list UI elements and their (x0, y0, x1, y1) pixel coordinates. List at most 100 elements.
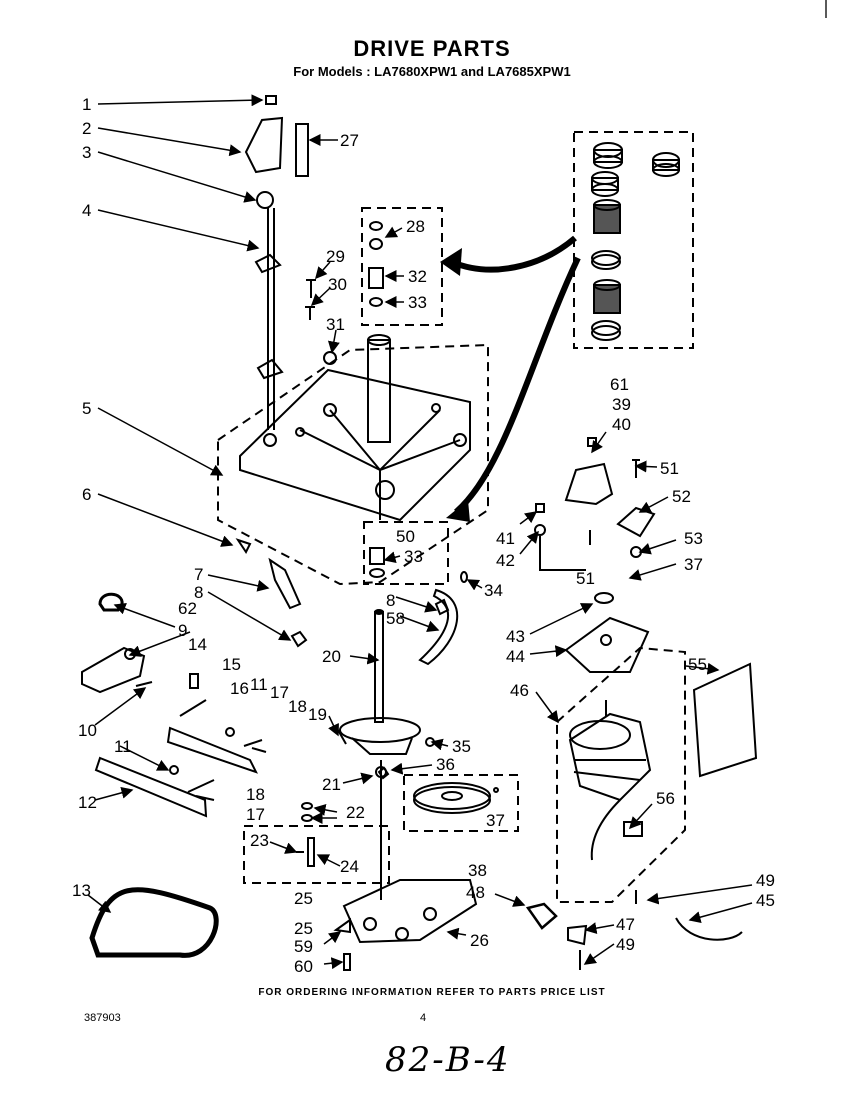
callout-18a: 18 (288, 697, 307, 716)
callout-53: 53 (684, 529, 703, 548)
callout-15: 15 (222, 655, 241, 674)
shift-linkage (244, 95, 284, 430)
callout-37a: 37 (486, 811, 505, 830)
callout-50: 50 (396, 527, 415, 546)
callout-51a: 51 (660, 459, 679, 478)
clutch-assembly (337, 717, 435, 755)
base-screws (305, 279, 337, 365)
drive-pulley (413, 782, 499, 814)
curved-arrow-lower (454, 256, 581, 515)
callout-2: 2 (82, 119, 91, 138)
ordering-note: FOR ORDERING INFORMATION REFER TO PARTS … (258, 987, 606, 998)
motor-cover (692, 662, 758, 778)
callout-4: 4 (82, 201, 91, 220)
callout-5: 5 (82, 399, 91, 418)
callout-1: 1 (82, 95, 91, 114)
callout-22: 22 (346, 803, 365, 822)
callout-19: 19 (308, 705, 327, 724)
kit-box-motor (556, 646, 686, 903)
callout-3: 3 (82, 143, 91, 162)
callout-56: 56 (656, 789, 675, 808)
callout-37b: 37 (684, 555, 703, 574)
callout-42: 42 (496, 551, 515, 570)
drive-hardware (296, 766, 390, 867)
callout-59: 59 (294, 937, 313, 956)
callout-11a: 11 (250, 675, 268, 694)
callout-6: 6 (82, 485, 91, 504)
callout-23: 23 (250, 831, 269, 850)
callout-45: 45 (756, 891, 775, 910)
model-subtitle: For Models : LA7680XPW1 and LA7685XPW1 (293, 64, 571, 79)
motor (568, 700, 652, 861)
callout-25b: 25 (294, 919, 313, 938)
bearing-stack-top (368, 221, 384, 307)
leader-lines (87, 94, 753, 970)
callout-40: 40 (612, 415, 631, 434)
kit-box-28-33 (361, 207, 443, 326)
callout-24: 24 (340, 857, 359, 876)
lever-linkage (94, 673, 267, 818)
page-number: 4 (420, 1012, 427, 1024)
callout-58: 58 (386, 609, 405, 628)
callout-13: 13 (72, 881, 91, 900)
callout-7: 7 (194, 565, 203, 584)
base-plate (239, 334, 471, 522)
callout-49a: 49 (756, 871, 775, 890)
callout-28: 28 (406, 217, 425, 236)
callout-16: 16 (230, 679, 249, 698)
callout-48: 48 (466, 883, 485, 902)
callout-33b: 33 (404, 547, 423, 566)
callout-39: 39 (612, 395, 631, 414)
callout-12: 12 (78, 793, 97, 812)
callout-61: 61 (610, 375, 629, 394)
callout-10: 10 (78, 721, 97, 740)
callout-26: 26 (470, 931, 489, 950)
drive-shaft (374, 609, 384, 723)
callout-18b: 18 (246, 785, 265, 804)
drive-belt (89, 887, 219, 958)
callout-52: 52 (672, 487, 691, 506)
callout-60: 60 (294, 957, 313, 976)
callout-25: 25 (294, 889, 313, 908)
motor-mount-parts (534, 437, 656, 673)
bearing-stack-bottom (369, 547, 385, 578)
callout-34: 34 (484, 581, 503, 600)
callout-38: 38 (468, 861, 487, 880)
capacitor-parts (525, 890, 743, 970)
document-number: 387903 (84, 1012, 121, 1024)
callout-14: 14 (188, 635, 207, 654)
callout-27: 27 (340, 131, 359, 150)
page-title: DRIVE PARTS (353, 36, 511, 61)
callout-49b: 49 (616, 935, 635, 954)
callout-33a: 33 (408, 293, 427, 312)
callout-17b: 17 (246, 805, 265, 824)
callout-20: 20 (322, 647, 341, 666)
kit-box-base (217, 343, 489, 586)
bearing-set (591, 142, 680, 341)
callout-43: 43 (506, 627, 525, 646)
callout-35: 35 (452, 737, 471, 756)
callout-46: 46 (510, 681, 529, 700)
callout-17a: 17 (270, 683, 289, 702)
curved-arrow-upper (450, 235, 577, 273)
handwritten-note: 82-B-4 (385, 1040, 511, 1080)
callout-62: 62 (178, 599, 197, 618)
callout-47: 47 (616, 915, 635, 934)
brake-strap (418, 571, 468, 666)
bracket-hardware (235, 538, 308, 648)
callout-29: 29 (326, 247, 345, 266)
callout-32: 32 (408, 267, 427, 286)
callout-labels: 1 2 3 4 5 6 7 8 62 9 14 15 16 11 17 18 1… (72, 95, 775, 976)
callout-41: 41 (496, 529, 515, 548)
callout-31: 31 (326, 315, 345, 334)
left-brace-parts (81, 592, 153, 694)
callout-9: 9 (178, 621, 187, 640)
kit-box-pulley (403, 774, 519, 832)
pad-27 (295, 123, 309, 177)
callout-51b: 51 (576, 569, 595, 588)
kit-box-50-33 (363, 521, 449, 585)
callout-11b: 11 (114, 737, 132, 756)
callout-8a: 8 (194, 583, 203, 602)
callout-30: 30 (328, 275, 347, 294)
